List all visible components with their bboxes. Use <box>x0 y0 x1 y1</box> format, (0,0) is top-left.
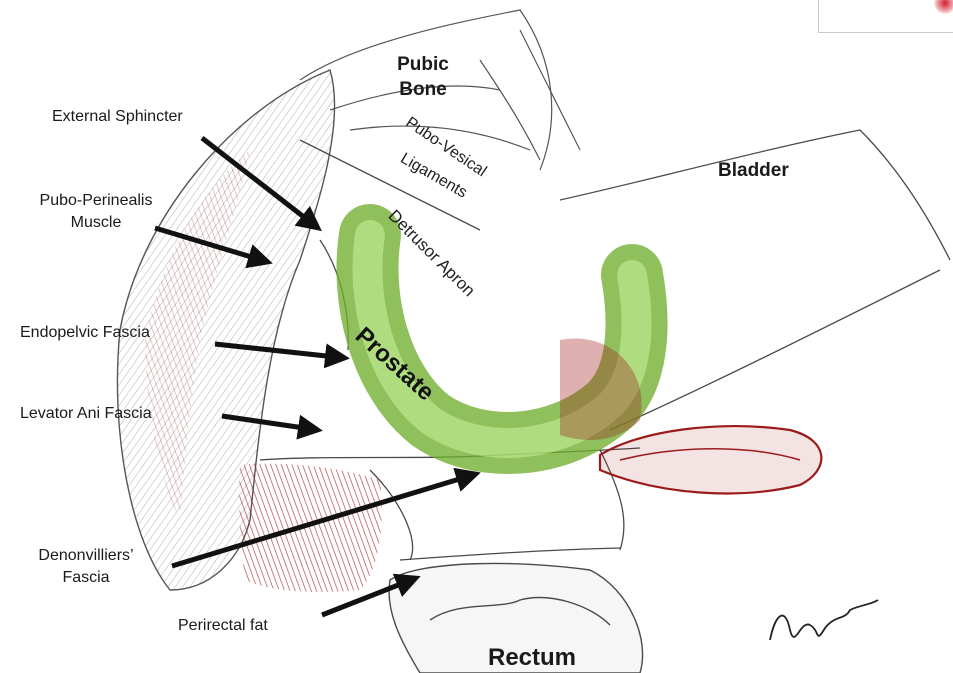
label-external-sphincter: External Sphincter <box>52 106 183 128</box>
label-pubic-bone-line2: Bone <box>383 77 463 102</box>
label-endopelvic-fascia: Endopelvic Fascia <box>20 322 150 344</box>
label-perirectal-fat: Perirectal fat <box>178 615 268 637</box>
label-levator-ani-fascia: Levator Ani Fascia <box>20 403 152 425</box>
label-denonvilliers-line1: Denonvilliers’ <box>16 545 156 567</box>
signature-scribble <box>770 600 878 640</box>
label-pubic-bone: Pubic Bone <box>383 52 463 102</box>
label-rectum: Rectum <box>488 644 576 672</box>
label-denonvilliers-line2: Fascia <box>16 567 156 589</box>
label-pubo-perinealis-line2: Muscle <box>16 212 176 234</box>
levator-muscle-red <box>239 464 382 592</box>
label-pubo-perinealis: Pubo-Perinealis Muscle <box>16 190 176 234</box>
label-denonvilliers-fascia: Denonvilliers’ Fascia <box>16 545 156 589</box>
label-bladder: Bladder <box>718 160 789 182</box>
label-pubic-bone-line1: Pubic <box>383 52 463 77</box>
label-pubo-perinealis-line1: Pubo-Perinealis <box>16 190 176 212</box>
seminal-vesicle <box>600 426 821 493</box>
